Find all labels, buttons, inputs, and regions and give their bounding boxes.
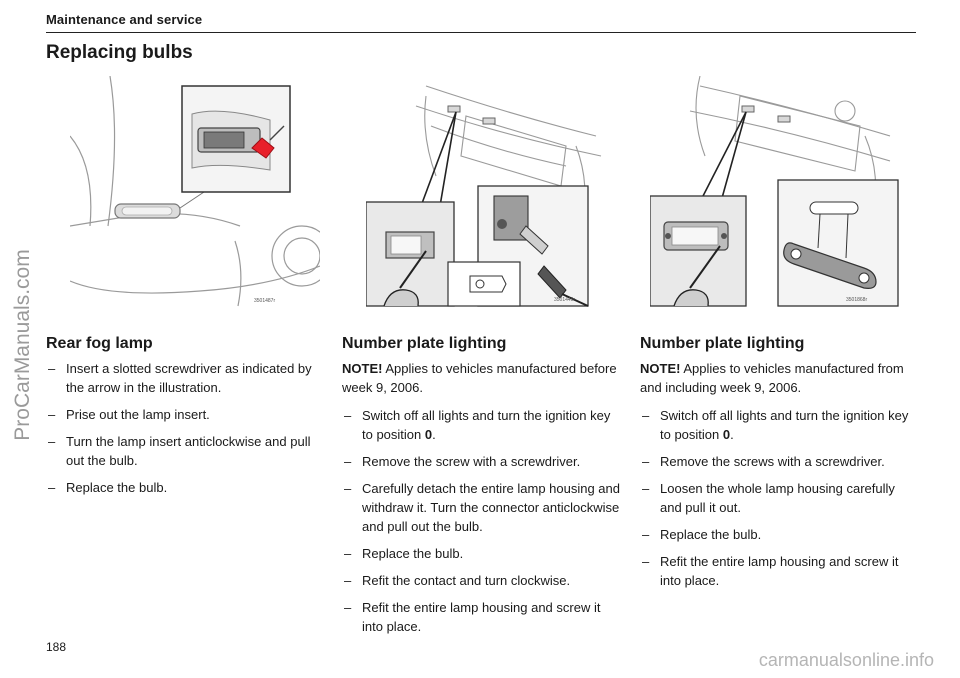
page-title: Replacing bulbs bbox=[46, 42, 193, 63]
list-item: –Carefully detach the entire lamp housin… bbox=[344, 481, 620, 534]
illustration-number-plate-from-2006: 3501868r bbox=[650, 76, 900, 308]
side-watermark: ProCarManuals.com bbox=[11, 249, 34, 441]
list-item: –Switch off all lights and turn the igni… bbox=[642, 408, 909, 442]
page-header: Maintenance and service bbox=[46, 12, 916, 33]
step-list: –Switch off all lights and turn the igni… bbox=[342, 406, 620, 636]
list-item: –Refit the entire lamp housing and screw… bbox=[642, 554, 899, 588]
section-heading: Number plate lighting bbox=[640, 335, 805, 352]
list-item: –Replace the bulb. bbox=[48, 480, 168, 495]
red-arrow-icon bbox=[251, 137, 275, 159]
section-number-plate-pre-2006: Number plate lighting NOTE! Applies to v… bbox=[342, 334, 620, 644]
number-plate-pre-2006-drawing: 3501445r bbox=[366, 85, 602, 307]
step-list: –Switch off all lights and turn the igni… bbox=[640, 406, 918, 590]
section-rear-fog-lamp: Rear fog lamp –Insert a slotted screwdri… bbox=[46, 334, 324, 505]
list-item: –Prise out the lamp insert. bbox=[48, 407, 210, 422]
illustration-code: 3501445r bbox=[554, 297, 575, 303]
illustration-rear-fog-lamp: 3501487r bbox=[70, 76, 320, 308]
list-item: –Insert a slotted screwdriver as indicat… bbox=[48, 361, 312, 395]
note: NOTE! Applies to vehicles manufactured b… bbox=[342, 361, 617, 395]
section-heading: Rear fog lamp bbox=[46, 335, 153, 352]
note: NOTE! Applies to vehicles manufactured f… bbox=[640, 361, 904, 395]
number-plate-from-2006-drawing: 3501868r bbox=[650, 76, 899, 307]
page-number: 188 bbox=[46, 640, 67, 654]
rear-fog-lamp-drawing: 3501487r bbox=[70, 76, 320, 307]
illustration-code: 3501487r bbox=[254, 298, 275, 304]
illustration-code: 3501868r bbox=[846, 297, 867, 303]
illustration-number-plate-pre-2006: 3501445r bbox=[366, 76, 616, 308]
list-item: –Remove the screws with a screwdriver. bbox=[642, 454, 885, 469]
section-title: Maintenance and service bbox=[46, 12, 203, 27]
list-item: –Turn the lamp insert anticlockwise and … bbox=[48, 434, 311, 468]
list-item: –Switch off all lights and turn the igni… bbox=[344, 408, 611, 442]
bottom-watermark: carmanualsonline.info bbox=[758, 650, 934, 670]
list-item: –Replace the bulb. bbox=[344, 546, 464, 561]
step-list: –Insert a slotted screwdriver as indicat… bbox=[46, 359, 324, 497]
section-number-plate-from-2006: Number plate lighting NOTE! Applies to v… bbox=[640, 334, 918, 598]
list-item: –Replace the bulb. bbox=[642, 527, 762, 542]
list-item: –Refit the entire lamp housing and screw… bbox=[344, 600, 601, 634]
list-item: –Remove the screw with a screwdriver. bbox=[344, 454, 581, 469]
list-item: –Loosen the whole lamp housing carefully… bbox=[642, 481, 895, 515]
section-heading: Number plate lighting bbox=[342, 335, 507, 352]
list-item: –Refit the contact and turn clockwise. bbox=[344, 573, 571, 588]
